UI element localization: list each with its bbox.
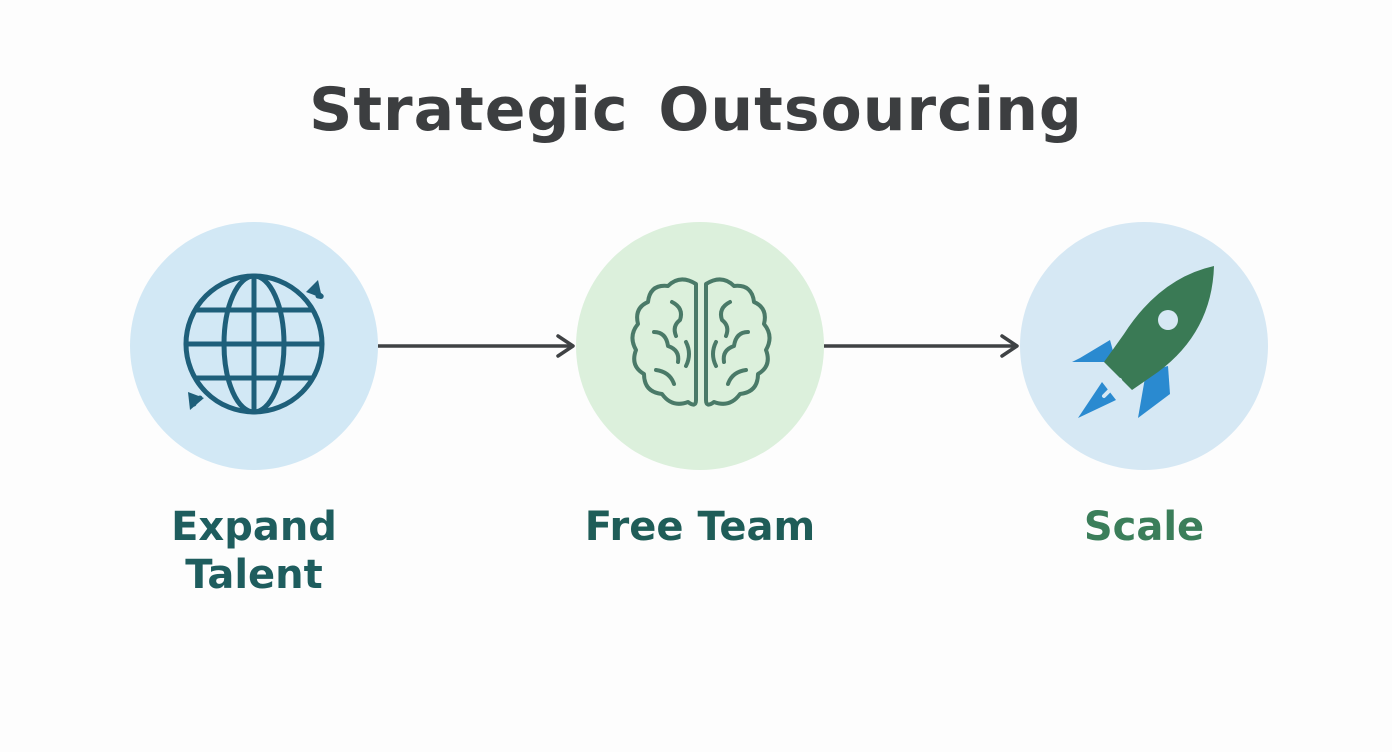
arrow-2	[824, 334, 1019, 358]
arrow-1	[378, 334, 575, 358]
node-label-scale: Scale	[1083, 504, 1205, 550]
globe-icon	[183, 273, 325, 415]
node-expand-talent	[130, 222, 378, 470]
diagram-title: Strategic Outsourcing	[309, 75, 1083, 145]
node-label-free-team: Free Team	[584, 504, 816, 550]
brain-icon	[630, 277, 772, 407]
node-scale	[1020, 222, 1268, 470]
rocket-icon	[1072, 266, 1214, 418]
node-free-team	[576, 222, 824, 470]
